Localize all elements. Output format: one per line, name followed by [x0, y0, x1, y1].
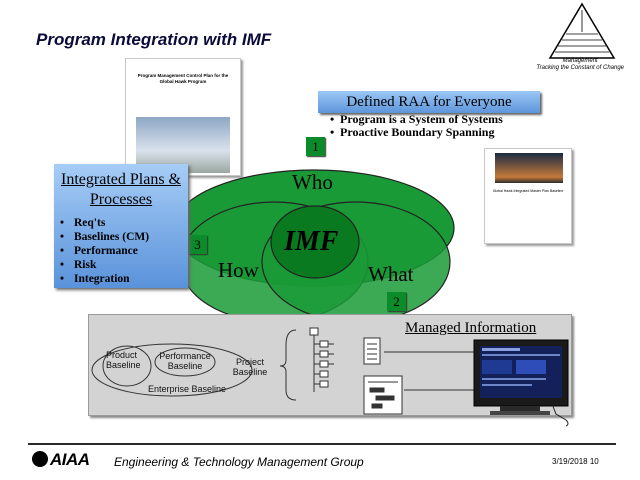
baseline-document-title: Global Hawk Integrated Master Plan Basel… — [492, 189, 564, 193]
plans-item: Baselines (CM) — [60, 230, 188, 244]
badge-1: 1 — [306, 137, 325, 156]
badge-3: 3 — [188, 235, 207, 254]
logo-tagline: Tracking the Constant of Change — [536, 65, 624, 71]
logo-caption: Management Tracking the Constant of Chan… — [536, 58, 624, 72]
baseline-document-thumbnail: Global Hawk Integrated Master Plan Basel… — [484, 148, 572, 244]
computer-monitor-icon — [473, 339, 569, 427]
integrated-plans-box: Integrated Plans & Processes Req'ts Base… — [54, 164, 188, 288]
managed-information-title: Managed Information — [405, 320, 537, 336]
slide-title: Program Integration with IMF — [36, 30, 272, 49]
list-document-icon — [363, 337, 381, 365]
raa-bullet: Proactive Boundary Spanning — [330, 126, 550, 140]
plans-list: Req'ts Baselines (CM) Performance Risk I… — [60, 216, 188, 286]
badge-2: 2 — [387, 292, 406, 311]
plans-item: Integration — [60, 272, 188, 286]
imf-label: IMF — [284, 226, 339, 257]
how-label: How — [218, 258, 259, 282]
performance-baseline-label: Performance Baseline — [159, 351, 211, 371]
performance-baseline-ellipse — [154, 347, 216, 377]
footer-group-name: Engineering & Technology Management Grou… — [114, 455, 364, 469]
footer-date-page: 3/19/2018 10 — [552, 457, 599, 466]
schedule-document-icon — [363, 375, 403, 415]
hierarchy-tree-icon — [309, 327, 334, 392]
raa-bullets: Program is a System of Systems Proactive… — [330, 113, 550, 140]
project-baseline-label: Project Baseline — [232, 357, 268, 377]
raa-bullet: Program is a System of Systems — [330, 113, 550, 127]
aiaa-swoosh-icon — [32, 451, 48, 467]
plans-title: Integrated Plans & Processes — [61, 171, 181, 208]
plans-item: Req'ts — [60, 216, 188, 230]
bracket — [279, 329, 297, 401]
plans-item: Risk — [60, 258, 188, 272]
engineering-management-triangle-logo — [548, 2, 616, 59]
imf-center — [270, 205, 360, 279]
logo-word: Management — [562, 58, 598, 64]
raa-header: Defined RAA for Everyone — [318, 91, 540, 113]
control-plan-document-thumbnail: Program Management Control Plan for the … — [125, 58, 241, 176]
sunset-aircraft-photo — [495, 153, 563, 183]
enterprise-baseline-label: Enterprise Baseline — [147, 384, 227, 394]
product-baseline-ellipse — [102, 345, 152, 387]
what-label: What — [368, 262, 414, 286]
plans-item: Performance — [60, 244, 188, 258]
enterprise-baseline-ellipse — [91, 343, 253, 397]
control-plan-title: Program Management Control Plan for the … — [137, 73, 229, 84]
footer-divider — [28, 443, 616, 445]
aiaa-logo: AIAA — [32, 450, 90, 470]
who-label: Who — [292, 170, 333, 194]
aircraft-photo — [136, 117, 230, 173]
product-baseline-label: Product Baseline — [106, 350, 141, 370]
